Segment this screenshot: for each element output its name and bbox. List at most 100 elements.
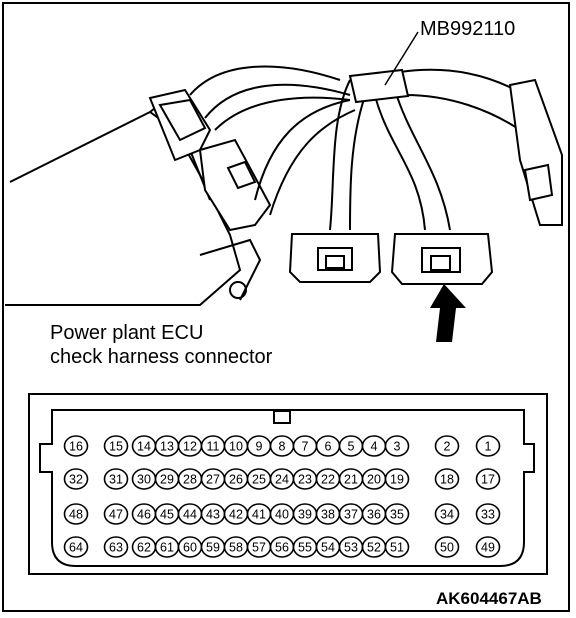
connector-pin-number: 48 <box>69 508 83 522</box>
connector-pin-number: 45 <box>160 508 174 522</box>
connector-pin-outline <box>384 536 410 558</box>
connector-pin-number: 64 <box>69 541 83 555</box>
connector-pin-number: 13 <box>160 440 174 454</box>
connector-pin-number: 12 <box>183 440 197 454</box>
connector-pin: 3 <box>384 435 410 457</box>
connector-pin-number: 15 <box>109 440 123 454</box>
connector-pin-outline <box>63 503 89 525</box>
connector-pin-outline <box>63 435 89 457</box>
connector-pin-number: 5 <box>348 440 355 454</box>
connector-pin-number: 35 <box>390 508 404 522</box>
connector-pin-number: 18 <box>440 473 454 487</box>
harness-clamp <box>348 68 410 104</box>
connector-pin: 17 <box>475 468 501 490</box>
connector-pin: 24 <box>269 468 295 490</box>
connector-pin-number: 8 <box>279 440 286 454</box>
connector-pin: 40 <box>269 503 295 525</box>
connector-pin: 57 <box>246 536 272 558</box>
connector-pin-number: 40 <box>275 508 289 522</box>
connector-pin-number: 49 <box>481 541 495 555</box>
connector-pin-outline <box>384 468 410 490</box>
connector-pin-number: 32 <box>69 473 83 487</box>
connector-pin-number: 57 <box>252 541 266 555</box>
connector-pin-outline <box>434 536 460 558</box>
connector-pin-number: 24 <box>275 473 289 487</box>
part-label-leader-line <box>384 31 419 86</box>
connector-pin-number: 50 <box>440 541 454 555</box>
connector-pin-number: 30 <box>137 473 151 487</box>
connector-pin-outline <box>475 435 501 457</box>
connector-pin-number: 22 <box>321 473 335 487</box>
connector-pin: 46 <box>131 503 157 525</box>
connector-pin-number: 2 <box>444 440 451 454</box>
connector-pin: 27 <box>200 468 226 490</box>
connector-pin-number: 1 <box>485 440 492 454</box>
connector-pin: 49 <box>475 536 501 558</box>
ecu-connector-upper <box>148 88 212 162</box>
connector-pin-number: 33 <box>481 508 495 522</box>
connector-pin: 47 <box>103 503 129 525</box>
connector-pin: 30 <box>131 468 157 490</box>
connector-pin: 15 <box>103 435 129 457</box>
connector-pin-number: 7 <box>302 440 309 454</box>
connector-pin-outline <box>384 503 410 525</box>
connector-pin-outline <box>103 536 129 558</box>
connector-pin: 39 <box>292 503 318 525</box>
connector-pin: 53 <box>338 536 364 558</box>
connector-pin: 52 <box>361 536 387 558</box>
connector-pin-number: 10 <box>229 440 243 454</box>
connector-pin-number: 63 <box>109 541 123 555</box>
connector-pin-number: 56 <box>275 541 289 555</box>
connector-pin: 10 <box>223 435 249 457</box>
connector-pin: 4 <box>361 435 387 457</box>
connector-pin: 61 <box>154 536 180 558</box>
connector-pin: 44 <box>177 503 203 525</box>
connector-pin-outline <box>103 435 129 457</box>
connector-pin-number: 29 <box>160 473 174 487</box>
connector-pin-outline <box>103 503 129 525</box>
connector-pin: 12 <box>177 435 203 457</box>
connector-pin: 25 <box>246 468 272 490</box>
connector-pin-number: 37 <box>344 508 358 522</box>
connector-pin: 2 <box>434 435 460 457</box>
connector-pin-outline <box>475 468 501 490</box>
connector-pin: 6 <box>315 435 341 457</box>
connector-pin-number: 51 <box>390 541 404 555</box>
connector-pin-number: 53 <box>344 541 358 555</box>
connector-pin-number: 21 <box>344 473 358 487</box>
connector-pin-number: 39 <box>298 508 312 522</box>
connector-pin-number: 20 <box>367 473 381 487</box>
connector-pin: 7 <box>292 435 318 457</box>
connector-pin-number: 61 <box>160 541 174 555</box>
connector-pin-number: 44 <box>183 508 197 522</box>
connector-pin: 37 <box>338 503 364 525</box>
figure-id-label: AK604467AB <box>436 589 542 608</box>
connector-pin: 8 <box>269 435 295 457</box>
connector-pin-number: 42 <box>229 508 243 522</box>
connector-pin-number: 60 <box>183 541 197 555</box>
connector-pin: 56 <box>269 536 295 558</box>
connector-pin-number: 62 <box>137 541 151 555</box>
connector-pin: 28 <box>177 468 203 490</box>
connector-pin-number: 6 <box>325 440 332 454</box>
connector-pin-outline <box>434 468 460 490</box>
connector-pin-number: 54 <box>321 541 335 555</box>
connector-pin-number: 19 <box>390 473 404 487</box>
connector-pin: 51 <box>384 536 410 558</box>
connector-pin: 41 <box>246 503 272 525</box>
connector-pin: 59 <box>200 536 226 558</box>
connector-pin-outline <box>434 503 460 525</box>
connector-pin: 58 <box>223 536 249 558</box>
connector-pin: 63 <box>103 536 129 558</box>
connector-pin-number: 34 <box>440 508 454 522</box>
connector-pin-number: 14 <box>137 440 151 454</box>
connector-pin: 36 <box>361 503 387 525</box>
connector-pin: 38 <box>315 503 341 525</box>
connector-pin-number: 58 <box>229 541 243 555</box>
connector-pin: 29 <box>154 468 180 490</box>
connector-pin: 14 <box>131 435 157 457</box>
connector-pin-number: 52 <box>367 541 381 555</box>
connector-pin-number: 9 <box>256 440 263 454</box>
connector-pin-outline <box>475 503 501 525</box>
